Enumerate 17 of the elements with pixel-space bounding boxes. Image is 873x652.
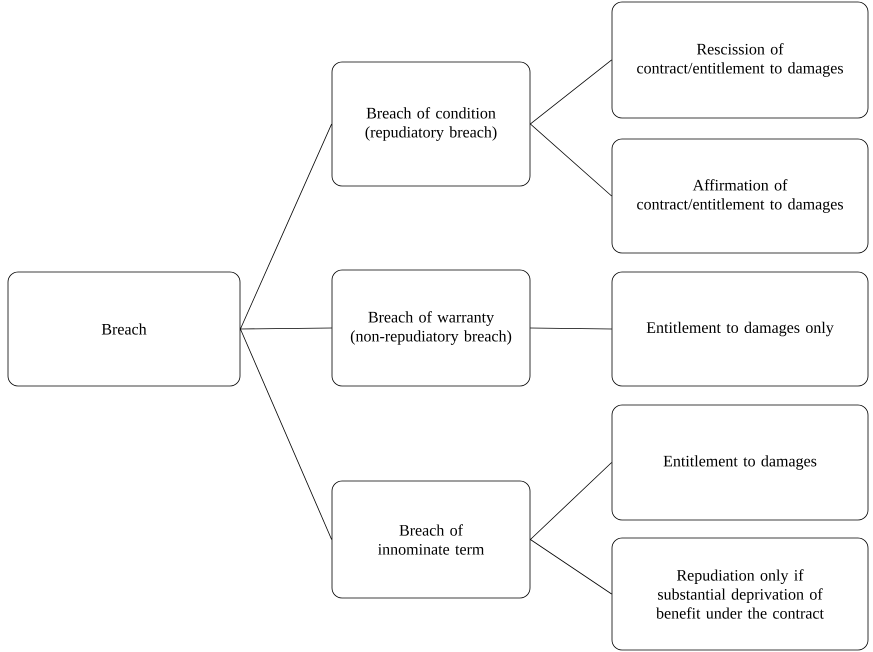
connector-line (530, 539, 612, 594)
process-box: Breach of innominate term (332, 480, 530, 598)
connector-line (240, 328, 332, 330)
connector-line (530, 60, 612, 124)
connector-line (530, 124, 612, 196)
connector-line (530, 462, 612, 540)
process-box: Breach (8, 272, 240, 386)
process-box: Affirmation of contract/entitlement to damages (612, 138, 868, 254)
process-box: Breach of condition (repudiatory breach) (332, 62, 530, 186)
connector-line (240, 328, 332, 540)
process-box: Entitlement to damages only (612, 272, 868, 386)
connector-line (240, 124, 332, 330)
process-box: Breach of warranty (non-repudiatory breach) (332, 270, 530, 386)
process-box: Entitlement to damages (612, 404, 868, 520)
connector-line (530, 328, 612, 330)
process-box: Rescission of contract/entitlement to damages (612, 2, 868, 118)
process-box: Repudiation only if substantial deprivation of benefit under the contract (612, 538, 868, 650)
